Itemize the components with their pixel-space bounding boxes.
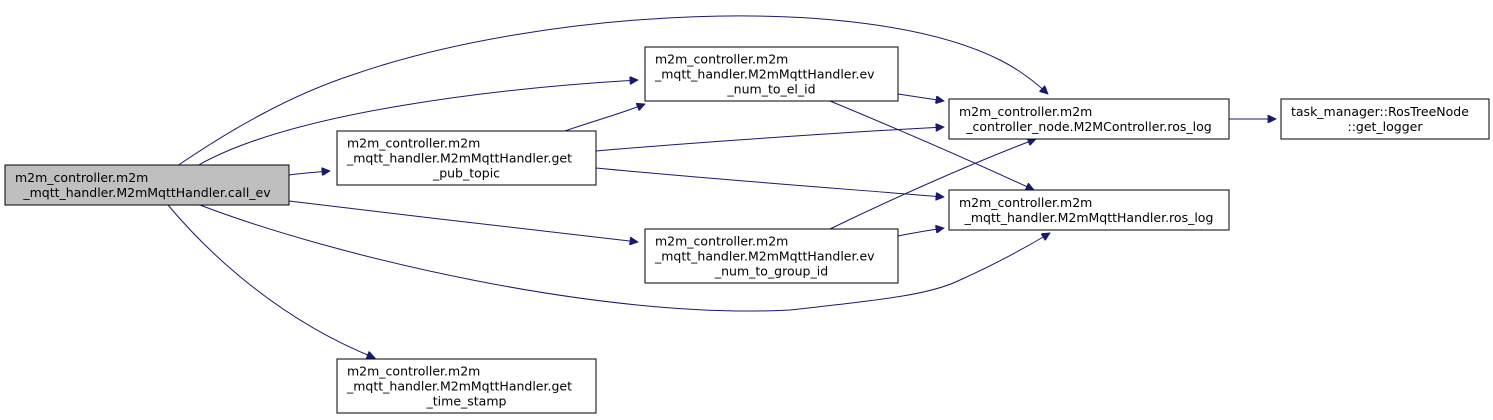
node-label-line: _num_to_el_id — [726, 82, 815, 97]
node-ev-num-to-group-id[interactable]: m2m_controller.m2m_mqtt_handler.M2mMqttH… — [644, 228, 899, 284]
edge-ev-num-to-group-id-to-handler-ros-log — [897, 228, 944, 237]
node-label-line: _mqtt_handler.M2mMqttHandler.ev — [654, 249, 875, 264]
edge-call-ev-to-get-pub-topic — [288, 171, 330, 175]
node-label-line: _mqtt_handler.M2mMqttHandler.ev — [654, 67, 875, 82]
node-label-line: _pub_topic — [432, 166, 500, 181]
edge-get-pub-topic-to-controller-ros-log — [595, 127, 944, 152]
node-label-line: m2m_controller.m2m — [655, 234, 788, 249]
node-label-line: ::get_logger — [1347, 119, 1423, 134]
node-box — [1280, 98, 1490, 140]
node-label-line: _time_stamp — [426, 394, 507, 409]
node-label-line: m2m_controller.m2m — [959, 104, 1092, 119]
edge-call-ev-to-get-time-stamp — [167, 204, 375, 358]
edge-call-ev-to-handler-ros-log — [199, 204, 1050, 312]
node-handler-ros-log[interactable]: m2m_controller.m2m_mqtt_handler.M2mMqttH… — [948, 189, 1230, 231]
edge-get-pub-topic-to-handler-ros-log — [595, 167, 944, 197]
node-label-line: _mqtt_handler.M2mMqttHandler.call_ev — [22, 185, 271, 200]
edges — [167, 15, 1276, 358]
node-box — [948, 98, 1230, 140]
edge-ev-num-to-el-id-to-handler-ros-log — [829, 100, 1034, 190]
node-label-line: _mqtt_handler.M2mMqttHandler.get — [346, 151, 572, 166]
nodes: m2m_controller.m2m_mqtt_handler.M2mMqttH… — [4, 46, 1490, 414]
node-label-line: m2m_controller.m2m — [15, 170, 148, 185]
node-ev-num-to-el-id[interactable]: m2m_controller.m2m_mqtt_handler.M2mMqttH… — [644, 46, 899, 102]
node-label-line: _controller_node.M2MController.ros_log — [965, 119, 1211, 134]
node-get-logger[interactable]: task_manager::RosTreeNode::get_logger — [1280, 98, 1490, 140]
edge-ev-num-to-group-id-to-controller-ros-log — [829, 139, 1036, 230]
node-label-line: m2m_controller.m2m — [347, 136, 480, 151]
node-box — [336, 130, 597, 186]
node-box — [644, 46, 899, 102]
edge-call-ev-to-ev-num-to-el-id — [196, 80, 638, 167]
node-label-line: task_manager::RosTreeNode — [1291, 104, 1469, 119]
node-label-line: _mqtt_handler.M2mMqttHandler.ros_log — [964, 210, 1214, 225]
edge-get-pub-topic-to-ev-num-to-el-id — [564, 104, 645, 132]
node-label-line: m2m_controller.m2m — [655, 52, 788, 67]
node-box — [336, 358, 597, 414]
edge-call-ev-to-controller-ros-log — [176, 15, 1048, 167]
node-box — [948, 189, 1230, 231]
node-label-line: _mqtt_handler.M2mMqttHandler.get — [346, 379, 572, 394]
node-controller-ros-log[interactable]: m2m_controller.m2m_controller_node.M2MCo… — [948, 98, 1230, 140]
edge-call-ev-to-ev-num-to-group-id — [288, 200, 638, 242]
node-label-line: m2m_controller.m2m — [347, 364, 480, 379]
node-get-pub-topic[interactable]: m2m_controller.m2m_mqtt_handler.M2mMqttH… — [336, 130, 597, 186]
node-label-line: _num_to_group_id — [714, 264, 828, 279]
node-call-ev[interactable]: m2m_controller.m2m_mqtt_handler.M2mMqttH… — [4, 164, 290, 206]
node-box — [644, 228, 899, 284]
node-label-line: m2m_controller.m2m — [959, 195, 1092, 210]
edge-ev-num-to-el-id-to-controller-ros-log — [897, 93, 944, 101]
node-get-time-stamp[interactable]: m2m_controller.m2m_mqtt_handler.M2mMqttH… — [336, 358, 597, 414]
node-box — [4, 164, 290, 206]
